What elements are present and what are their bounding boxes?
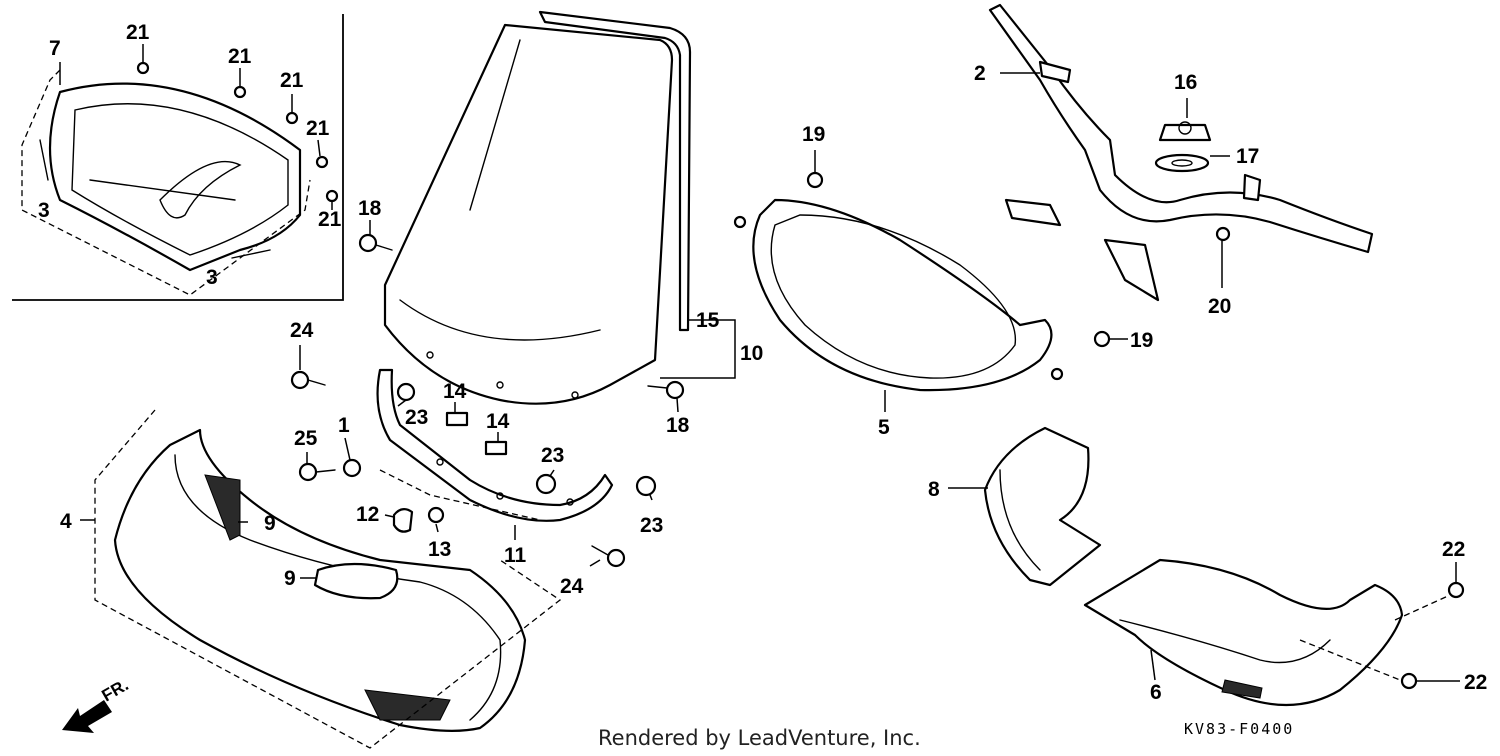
- bolt-24-lower[interactable]: [591, 545, 626, 568]
- callout-21-a: 21: [126, 21, 150, 44]
- callout-4: 4: [60, 510, 72, 533]
- callout-15: 15: [696, 309, 720, 332]
- callout-14-a: 14: [443, 380, 467, 403]
- callout-24-a: 24: [290, 319, 314, 342]
- callout-25: 25: [294, 427, 318, 450]
- part-15-windscreen-trim[interactable]: [538, 10, 692, 332]
- bolt-24-upper[interactable]: [290, 370, 326, 390]
- callout-11: 11: [504, 544, 527, 567]
- callout-21-b: 21: [228, 45, 252, 68]
- callout-5: 5: [878, 416, 890, 439]
- cap-12[interactable]: [392, 508, 414, 533]
- screw-21-b[interactable]: [233, 85, 247, 99]
- callout-23-c: 23: [640, 514, 663, 537]
- callout-3-b: 3: [206, 266, 218, 289]
- screw-21-d[interactable]: [315, 155, 329, 169]
- callout-21-c: 21: [280, 69, 304, 92]
- part-10-windscreen[interactable]: [383, 23, 674, 405]
- callout-18-a: 18: [358, 197, 382, 220]
- callout-2: 2: [974, 62, 986, 85]
- callout-18-b: 18: [666, 414, 690, 437]
- callout-24-b: 24: [560, 575, 584, 598]
- part-4-front-cover[interactable]: [113, 428, 527, 732]
- callout-9-a: 9: [264, 512, 276, 535]
- grommet-14-b[interactable]: [484, 440, 508, 456]
- screw-22-top[interactable]: [1447, 581, 1465, 599]
- screw-21-e[interactable]: [325, 189, 339, 203]
- bolt-18-left[interactable]: [358, 233, 393, 253]
- collar-1[interactable]: [342, 458, 362, 478]
- bolt-18-right[interactable]: [647, 380, 685, 400]
- callout-23-a: 23: [405, 406, 428, 429]
- part-2-handlebar[interactable]: [988, 3, 1374, 302]
- washer-13[interactable]: [427, 506, 445, 524]
- callout-19-b: 19: [1130, 329, 1153, 352]
- diagram-code: KV83-F0400: [1184, 720, 1294, 738]
- part-7-inner-cover[interactable]: [39, 82, 302, 272]
- callout-10: 10: [740, 342, 763, 365]
- callout-3-a: 3: [38, 199, 50, 222]
- bolt-25[interactable]: [298, 462, 336, 482]
- callout-16: 16: [1174, 71, 1197, 94]
- callout-19-a: 19: [802, 123, 825, 146]
- screw-22-bottom[interactable]: [1400, 672, 1418, 690]
- callout-20: 20: [1208, 295, 1231, 318]
- inset-box: [12, 14, 344, 301]
- callout-8: 8: [928, 478, 940, 501]
- part-6-lower-inner-cover[interactable]: [1083, 558, 1404, 707]
- washer-17[interactable]: [1154, 153, 1210, 173]
- screw-19-top[interactable]: [806, 171, 824, 189]
- screw-21-a[interactable]: [136, 61, 150, 75]
- nut-23-b[interactable]: [535, 473, 557, 495]
- callout-17: 17: [1236, 145, 1259, 168]
- grommet-14-a[interactable]: [445, 411, 469, 427]
- screw-19-right[interactable]: [1093, 330, 1111, 348]
- screw-20[interactable]: [1215, 226, 1231, 242]
- front-direction-arrow: FR.: [62, 675, 132, 733]
- callout-23-b: 23: [541, 444, 564, 467]
- callout-6: 6: [1150, 681, 1162, 704]
- callout-9-b: 9: [284, 567, 296, 590]
- callout-13: 13: [428, 538, 451, 561]
- nut-23-a[interactable]: [396, 382, 416, 402]
- callout-1: 1: [338, 414, 350, 437]
- part-11-inner-holder[interactable]: [376, 368, 614, 522]
- callout-14-b: 14: [486, 410, 510, 433]
- callout-12: 12: [356, 503, 379, 526]
- callout-22-a: 22: [1442, 538, 1465, 561]
- callout-21-d: 21: [306, 117, 330, 140]
- credit-text: Rendered by LeadVenture, Inc.: [598, 726, 921, 750]
- screw-21-c[interactable]: [285, 111, 299, 125]
- nut-23-c[interactable]: [635, 475, 657, 497]
- callout-7: 7: [49, 37, 61, 60]
- nut-16[interactable]: [1158, 121, 1212, 142]
- callout-22-b: 22: [1464, 671, 1487, 694]
- callout-21-e: 21: [318, 208, 342, 231]
- part-5-leg-shield[interactable]: [733, 198, 1064, 392]
- part-8-inner-cover[interactable]: [983, 426, 1102, 587]
